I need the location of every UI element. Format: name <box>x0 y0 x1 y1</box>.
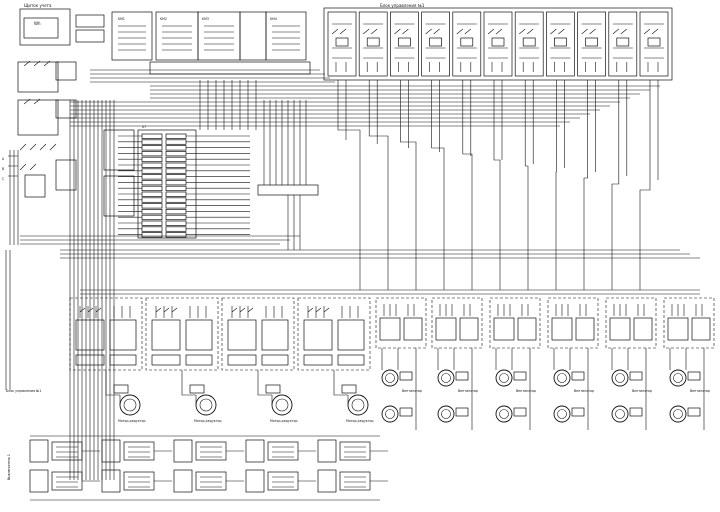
aux-block <box>29 439 100 463</box>
aux-block <box>173 439 244 463</box>
motor-starters: Мотор-редуктор Мотор-редуктор Мотор-редукт… <box>69 297 374 423</box>
bottom-rotated-label: Выключатель 1 <box>7 454 11 480</box>
relay-module <box>483 11 513 77</box>
vertical-feeders <box>69 80 659 480</box>
motor-label: Мотор-редуктор <box>270 419 298 423</box>
terminal-block: XT <box>103 125 250 239</box>
meter-label: Wh <box>34 21 41 26</box>
aux-block <box>101 439 172 463</box>
fan-starter: Вентилятор <box>663 297 715 430</box>
fan-label: Вентилятор <box>574 389 594 393</box>
relay-module <box>327 11 357 77</box>
terminal-label: XT <box>142 125 146 129</box>
motor-label: Мотор-редуктор <box>194 419 222 423</box>
fan-label: Вентилятор <box>632 389 652 393</box>
fan-label: Вентилятор <box>458 389 478 393</box>
relay-module <box>421 11 450 77</box>
svg-text:KM1: KM1 <box>118 17 125 21</box>
svg-text:A: A <box>2 157 5 161</box>
breaker-group: A B C <box>2 60 77 245</box>
left-block-label: Блок управления №1 <box>6 389 41 393</box>
fan-label: Вентилятор <box>516 389 536 393</box>
fan-starter: Вентилятор <box>489 297 541 430</box>
motor-starter: Мотор-редуктор <box>69 297 146 423</box>
svg-text:KM2: KM2 <box>160 17 167 21</box>
aux-block <box>245 439 316 463</box>
mid-connectors <box>257 100 319 250</box>
svg-text:KM3: KM3 <box>202 17 209 21</box>
fan-label: Вентилятор <box>402 389 422 393</box>
motor-label: Мотор-редуктор <box>346 419 374 423</box>
relay-module <box>546 11 575 77</box>
meter-panel: Щиток учета Wh <box>19 3 105 46</box>
bottom-left-blocks <box>29 435 388 501</box>
svg-text:C: C <box>2 177 5 181</box>
motor-label: Мотор-редуктор <box>118 419 146 423</box>
motor-starter: Мотор-редуктор <box>297 297 374 423</box>
relay-row-title: Блок управления №1 <box>380 3 425 8</box>
meter-panel-title: Щиток учета <box>24 3 52 8</box>
aux-block <box>317 469 388 493</box>
bus-lines <box>20 69 700 295</box>
svg-text:KM4: KM4 <box>270 17 277 21</box>
relay-module <box>608 11 638 77</box>
motor-starter: Мотор-редуктор <box>221 297 298 423</box>
aux-block <box>173 469 244 493</box>
relay-module <box>390 11 419 77</box>
fan-starter: Вентилятор <box>547 297 599 430</box>
relay-row-top: Блок управления №1 <box>323 3 673 81</box>
relay-module <box>514 11 544 77</box>
svg-text:B: B <box>2 167 4 171</box>
controller-modules: KM1 KM2 KM3 KM4 <box>111 11 311 75</box>
fan-starter: Вентилятор <box>605 297 657 430</box>
fan-starter: Вентилятор <box>375 297 427 430</box>
aux-block <box>29 469 100 493</box>
aux-block <box>101 469 172 493</box>
aux-block <box>317 439 388 463</box>
relay-module <box>639 11 669 77</box>
motor-starter: Мотор-редуктор <box>145 297 222 423</box>
fan-starter: Вентилятор <box>431 297 483 430</box>
relay-module <box>358 11 388 77</box>
fan-starters: Вентилятор Вентилятор Вентилятор Вентилятор… <box>375 297 715 430</box>
relay-module <box>452 11 482 77</box>
fan-label: Вентилятор <box>690 389 710 393</box>
aux-block <box>245 469 316 493</box>
relay-module <box>577 11 606 77</box>
